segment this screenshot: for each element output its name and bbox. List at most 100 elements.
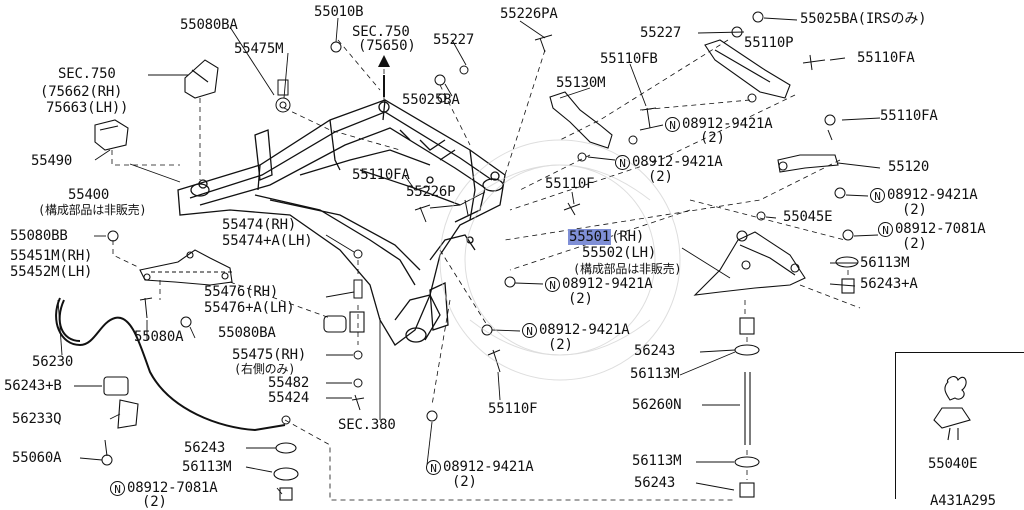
part-note: (右側のみ) <box>234 362 296 376</box>
part-label: 55475(RH) <box>232 347 307 363</box>
clip-55040e <box>933 376 971 441</box>
part-label: 55474+A(LH) <box>222 233 313 249</box>
part-label: 56243+A <box>860 276 918 292</box>
lower-arm-55501 <box>693 230 806 296</box>
part-label: 56243 <box>634 475 676 491</box>
watermark-emblem <box>439 139 681 381</box>
part-label: 55110F <box>488 401 538 417</box>
part-label: 55080A <box>134 329 184 345</box>
part-label: 55045E <box>783 209 833 225</box>
mount-bracket-55490 <box>94 119 129 151</box>
circled-n-icon: N <box>426 460 441 475</box>
quantity: (2) <box>452 474 477 490</box>
part-label: 55452M(LH) <box>10 264 93 280</box>
part-label: 55025BA <box>402 92 460 108</box>
part-suffix: (RH) <box>611 229 645 245</box>
part-note: (構成部品は非販売) <box>573 262 682 276</box>
part-label: 55110P <box>744 35 794 51</box>
inset-box <box>895 352 1024 499</box>
part-number: 08912-9421A <box>887 187 978 203</box>
quantity: (2) <box>142 494 167 510</box>
part-label: 55474(RH) <box>222 217 297 233</box>
part-label: 55080BA <box>218 325 276 341</box>
part-label: 55130M <box>556 75 606 91</box>
link-55451m <box>139 249 233 286</box>
part-label: 56243+B <box>4 378 62 394</box>
upper-arm-55110p <box>704 39 791 99</box>
part-label: 56260N <box>632 397 682 413</box>
arrow-up-icon <box>378 55 390 97</box>
part-label: 55110FA <box>857 50 915 66</box>
section-ref: SEC.380 <box>338 417 396 433</box>
part-label: 55080BB <box>10 228 68 244</box>
circled-n-icon: N <box>110 481 125 496</box>
part-label: 56113M <box>182 459 232 475</box>
part-label: 55110FA <box>880 108 938 124</box>
part-label: 55227 <box>640 25 682 41</box>
circled-n-icon: N <box>665 117 680 132</box>
part-label: 56113M <box>860 255 910 271</box>
part-label: 56243 <box>634 343 676 359</box>
section-ref: SEC.750 <box>352 24 410 40</box>
circled-n-icon: N <box>878 222 893 237</box>
mount-bracket-sec750 <box>184 59 219 99</box>
part-label: 56113M <box>632 453 682 469</box>
part-label: 55227 <box>433 32 475 48</box>
part-number: 08912-9421A <box>539 322 630 338</box>
part-label: 56233Q <box>12 411 62 427</box>
section-ref-sub: (75662(RH) <box>40 84 123 100</box>
quantity: (2) <box>548 337 573 353</box>
part-label: 55502(LH) <box>582 245 657 261</box>
upper-arm-55120 <box>777 154 839 173</box>
part-label: 55110FA <box>352 167 410 183</box>
highlight: 55501 <box>568 229 612 245</box>
upper-arm-55130m <box>549 91 613 149</box>
part-label: 55226PA <box>500 6 558 22</box>
part-label: 55040E <box>928 456 978 472</box>
part-label: 55010B <box>314 4 364 20</box>
quantity: (2) <box>700 130 725 146</box>
quantity: (2) <box>902 202 927 218</box>
subframe-crossmember <box>177 99 506 346</box>
part-label: 55110F <box>545 176 595 192</box>
part-number: 08912-7081A <box>895 221 986 237</box>
part-label: 55476(RH) <box>204 284 279 300</box>
part-label: 55120 <box>888 159 930 175</box>
part-label: 55110FB <box>600 51 658 67</box>
figure-id: A431A295 <box>930 493 996 509</box>
quantity: (2) <box>568 291 593 307</box>
circled-n-icon: N <box>545 277 560 292</box>
part-label: 55080BA <box>180 17 238 33</box>
part-number: 08912-9421A <box>632 154 723 170</box>
section-ref-sub: 75663(LH)) <box>46 100 129 116</box>
part-label: 55490 <box>31 153 73 169</box>
section-ref-sub: (75650) <box>358 38 416 54</box>
part-label: 55475M <box>234 41 284 57</box>
part-label: 56230 <box>32 354 74 370</box>
part-label: 55060A <box>12 450 62 466</box>
quantity: (2) <box>648 169 673 185</box>
stabilizer-56230 <box>55 297 286 432</box>
circled-n-icon: N <box>615 155 630 170</box>
part-number: 08912-9421A <box>562 276 653 292</box>
part-label-highlighted: 55501(RH) <box>568 229 645 245</box>
part-label: 56243 <box>184 440 226 456</box>
circled-n-icon: N <box>870 188 885 203</box>
circled-n-icon: N <box>522 323 537 338</box>
part-label: 55476+A(LH) <box>204 300 295 316</box>
part-note: (構成部品は非販売) <box>38 203 147 217</box>
part-label: 55025BA(IRSのみ) <box>800 11 927 27</box>
quantity: (2) <box>902 236 927 252</box>
part-label: 55226P <box>406 184 456 200</box>
part-label: 55482 <box>268 375 310 391</box>
part-label: 55400 <box>68 187 110 203</box>
part-number: 08912-9421A <box>682 116 773 132</box>
